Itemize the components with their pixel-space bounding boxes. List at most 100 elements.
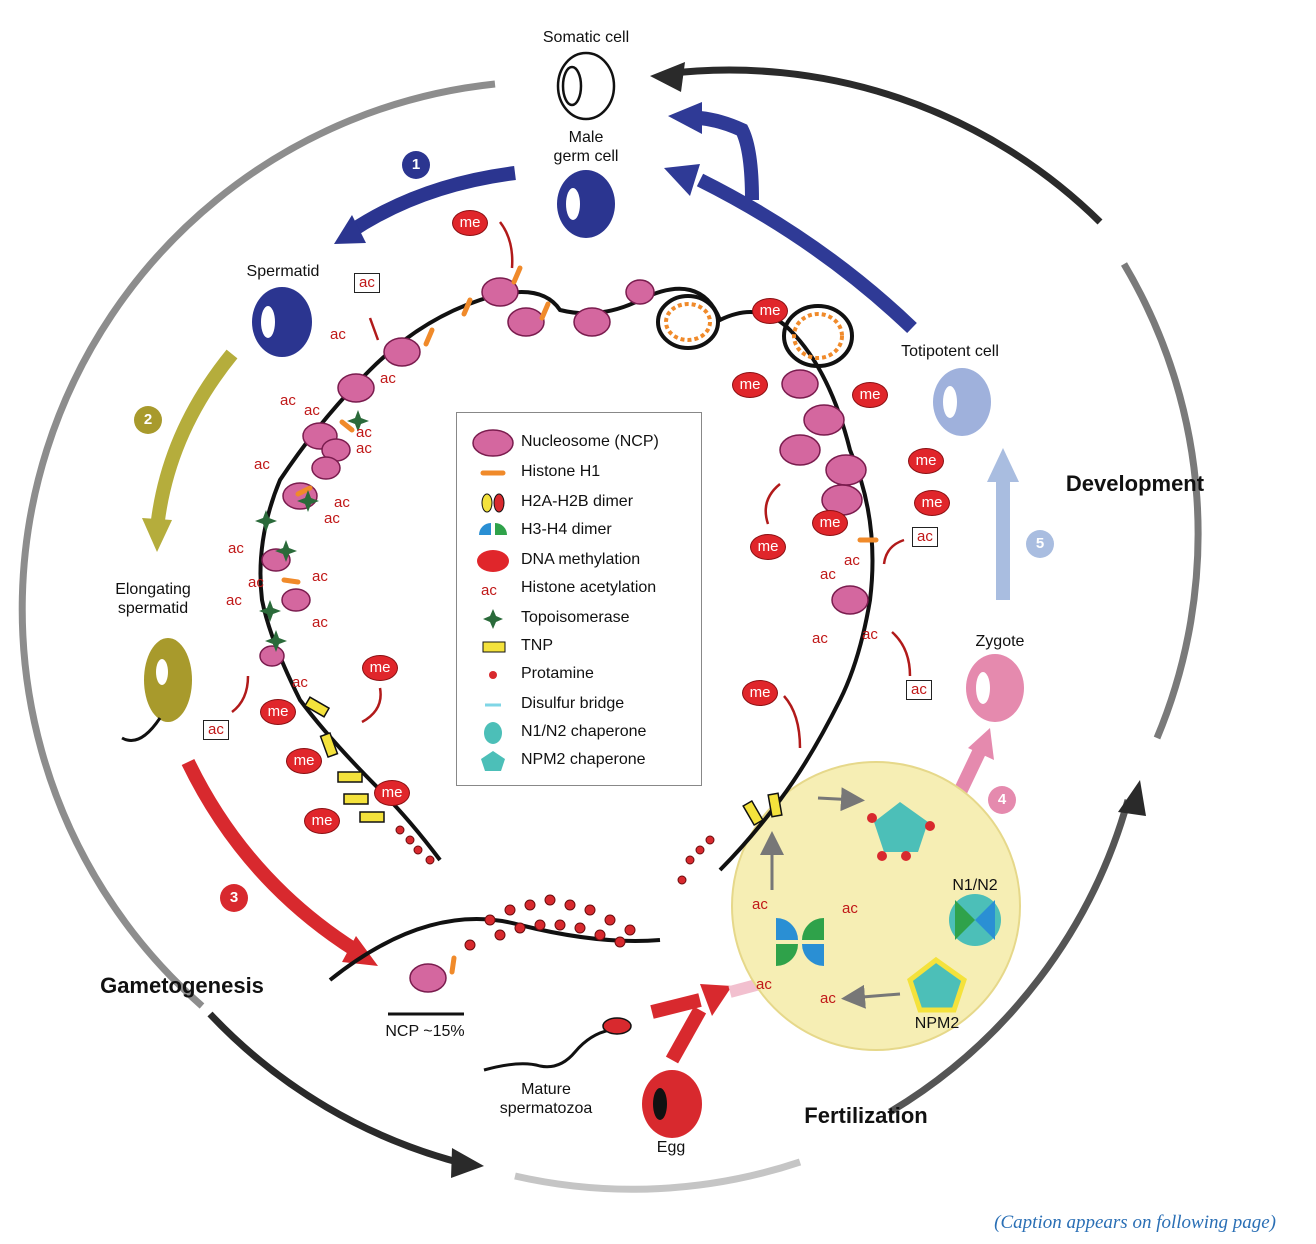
outer-cycle-arc-fertilization bbox=[888, 799, 1132, 1116]
acetylation-box: ac bbox=[203, 720, 229, 740]
male-germ-cell-icon bbox=[557, 170, 615, 238]
step4-arrow bbox=[953, 746, 987, 796]
outer-cycle-arc-development bbox=[1120, 262, 1202, 740]
dna-methylation-mark: me bbox=[742, 680, 778, 706]
dna-methylation-mark: me bbox=[362, 655, 398, 681]
histone-h1-marks bbox=[281, 265, 879, 975]
arrowhead-gametogenesis bbox=[451, 1148, 484, 1178]
male-germ-cell-label: Male germ cell bbox=[553, 129, 619, 165]
dna-methylation-mark: me bbox=[304, 808, 340, 834]
acetylation-mark: ac bbox=[228, 540, 244, 557]
caption-note: (Caption appears on following page) bbox=[994, 1212, 1276, 1233]
totipotent-to-somatic-arrow bbox=[699, 111, 759, 201]
acetylation-mark: ac bbox=[280, 392, 296, 409]
tnp-marks bbox=[303, 696, 783, 827]
h3-h4-dimer-icon bbox=[479, 523, 507, 535]
somatic-cell-icon bbox=[556, 51, 616, 121]
arrowhead-somatic bbox=[650, 62, 685, 92]
acetylation-mark: ac bbox=[844, 552, 860, 569]
sperm-to-zygote-arrow bbox=[650, 993, 702, 1019]
zygote-cell-icon bbox=[966, 654, 1024, 722]
totipotent-to-somatic-arrowhead bbox=[668, 102, 702, 134]
acetylation-box: ac bbox=[912, 527, 938, 547]
step2-arrowhead bbox=[142, 518, 172, 552]
totipotent-cell-icon bbox=[933, 368, 991, 436]
h2a-h2b-dimer-icon bbox=[481, 493, 505, 513]
egg-icon bbox=[642, 1070, 702, 1138]
step3-arrowhead bbox=[342, 936, 378, 966]
legend-label: Nucleosome (NCP) bbox=[521, 433, 659, 450]
protamine-icon bbox=[489, 671, 497, 679]
zygote-arrows bbox=[760, 787, 901, 1009]
egg-label: Egg bbox=[656, 1139, 686, 1156]
somatic-cell-label: Somatic cell bbox=[542, 29, 630, 46]
legend-label: H2A-H2B dimer bbox=[521, 493, 634, 510]
acetylation-mark: ac bbox=[304, 402, 320, 419]
protamine-clusters bbox=[395, 825, 715, 951]
dna-methylation-icon bbox=[477, 550, 509, 572]
acetylation-mark: ac bbox=[356, 440, 372, 457]
zygote-entry-arrowhead bbox=[700, 984, 732, 1016]
acetylation-mark: ac bbox=[756, 976, 772, 993]
dna-methylation-mark: me bbox=[812, 510, 848, 536]
acetylation-mark: ac bbox=[292, 674, 308, 691]
acetylation-mark: ac bbox=[334, 494, 350, 511]
acetylation-mark: ac bbox=[312, 568, 328, 585]
legend-label: Histone acetylation bbox=[521, 579, 657, 596]
heterochromatin-loops bbox=[656, 294, 854, 368]
acetylation-mark: ac bbox=[752, 896, 768, 913]
acetylation-mark: ac bbox=[254, 456, 270, 473]
acetylation-box: ac bbox=[906, 680, 932, 700]
npm2-chaperone-cluster bbox=[907, 956, 967, 1013]
topoisomerase-marks bbox=[255, 410, 369, 652]
elongating-spermatid-label: Elongating spermatid bbox=[115, 581, 191, 617]
dna-methylation-mark: me bbox=[260, 699, 296, 725]
n1n2-chaperone-cluster bbox=[949, 894, 1001, 946]
spermatid-label: Spermatid bbox=[246, 263, 320, 280]
ncp-fraction-label: NCP ~15% bbox=[385, 1023, 465, 1040]
mature-spermatozoa-label: Mature spermatozoa bbox=[499, 1081, 593, 1117]
legend-label: Histone H1 bbox=[521, 463, 601, 480]
acetylation-mark: ac bbox=[356, 424, 372, 441]
nucleosome-icon bbox=[472, 429, 514, 457]
npm2-chaperone-icon bbox=[481, 751, 505, 771]
dna-methylation-mark: me bbox=[752, 298, 788, 324]
acetylation-mark: ac bbox=[324, 510, 340, 527]
topoisomerase-icon bbox=[483, 609, 503, 629]
arrowhead-development bbox=[1118, 780, 1146, 816]
h3h4-dimers-released bbox=[776, 918, 824, 966]
acetylation-mark: ac bbox=[248, 574, 264, 591]
dna-methylation-mark: me bbox=[452, 210, 488, 236]
step-1-badge: 1 bbox=[402, 151, 430, 179]
dna-methylation-mark: me bbox=[750, 534, 786, 560]
acetylation-mark: ac bbox=[812, 630, 828, 647]
development-label: Development bbox=[1065, 471, 1205, 496]
legend-label: Topoisomerase bbox=[521, 609, 630, 626]
outer-cycle-arc-gametogenesis bbox=[207, 1011, 466, 1168]
dna-methylation-mark: me bbox=[852, 382, 888, 408]
totipotent-to-germ-arrow bbox=[696, 173, 917, 334]
n1n2-chaperone-icon bbox=[484, 722, 502, 744]
mature-spermatozoa-icon bbox=[483, 1017, 632, 1072]
legend-label: Disulfur bridge bbox=[521, 695, 625, 712]
elongating-spermatid-icon bbox=[121, 638, 192, 742]
step2-arrow bbox=[151, 349, 238, 521]
step1-arrowhead bbox=[334, 215, 366, 244]
dna-methylation-mark: me bbox=[374, 780, 410, 806]
legend-label: N1/N2 chaperone bbox=[521, 723, 647, 740]
acetylation-mark: ac bbox=[862, 626, 878, 643]
mark-arrows bbox=[231, 221, 912, 749]
totipotent-cell-label: Totipotent cell bbox=[901, 343, 999, 360]
outer-cycle-arc-top-right bbox=[664, 66, 1103, 225]
acetylation-mark: ac bbox=[820, 566, 836, 583]
n1n2-label: N1/N2 bbox=[952, 877, 998, 894]
acetylation-mark: ac bbox=[820, 990, 836, 1007]
outer-cycle-arc-bottom bbox=[514, 1158, 802, 1193]
step-2-badge: 2 bbox=[134, 406, 162, 434]
legend-label: TNP bbox=[521, 637, 553, 654]
step1-arrow bbox=[346, 166, 516, 238]
zygote-label: Zygote bbox=[975, 633, 1025, 650]
dna-methylation-mark: me bbox=[914, 490, 950, 516]
step4-arrowhead bbox=[968, 728, 994, 760]
step-3-badge: 3 bbox=[220, 884, 248, 912]
